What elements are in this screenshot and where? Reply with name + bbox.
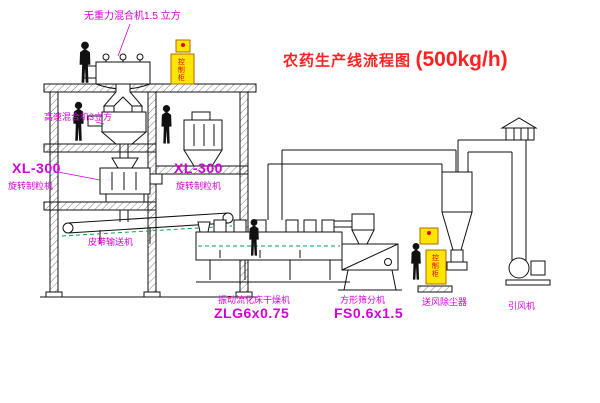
control-cabinet-right bbox=[417, 227, 453, 293]
diagram-title: 农药生产线流程图 (500kg/h) bbox=[283, 48, 508, 72]
sieve-feeder bbox=[351, 213, 375, 245]
high-speed-mixer bbox=[87, 105, 148, 158]
fluid-bed-dryer-machine bbox=[195, 219, 350, 283]
cabinet-right-text: 控制柜 bbox=[431, 254, 439, 278]
label-induced-fan: 引风机 bbox=[508, 301, 536, 311]
label-dust-collector: 送风除尘器 bbox=[422, 297, 468, 307]
label-granulator-left: 旋转制粒机 bbox=[8, 181, 54, 191]
worker-figure bbox=[411, 242, 421, 280]
label-belt-conveyor: 皮带输送机 bbox=[88, 237, 134, 247]
cyclone-separator bbox=[441, 139, 519, 271]
label-xl300-center: XL-300 bbox=[174, 160, 223, 176]
label-high-speed-mixer: 高速混合机3立方 bbox=[44, 112, 113, 122]
granulator-center-machine bbox=[183, 111, 223, 167]
label-sieve-name: 方形筛分机 bbox=[340, 295, 386, 305]
gravity-free-mixer bbox=[83, 53, 151, 107]
label-xl300-left: XL-300 bbox=[12, 160, 61, 176]
leader-lines bbox=[57, 23, 131, 181]
exhaust-stack-and-fan bbox=[500, 117, 551, 286]
label-granulator-center: 旋转制粒机 bbox=[176, 181, 222, 191]
exhaust-duct bbox=[267, 149, 457, 228]
label-top-mixer: 无重力混合机1.5 立方 bbox=[84, 11, 181, 22]
control-cabinet-top bbox=[170, 39, 195, 85]
worker-figure bbox=[161, 105, 172, 144]
title-text: 农药生产线流程图 bbox=[283, 52, 412, 70]
label-dryer-name: 振动流化床干燥机 bbox=[218, 295, 291, 305]
label-sieve-model: FS0.6x1.5 bbox=[334, 305, 404, 321]
granulator-left-machine bbox=[99, 157, 163, 222]
square-sieve-machine bbox=[338, 243, 402, 291]
title-capacity: (500kg/h) bbox=[415, 48, 508, 71]
label-dryer-model: ZLG6x0.75 bbox=[214, 305, 290, 321]
cabinet-top-text: 控制柜 bbox=[177, 58, 185, 82]
belt-conveyor-machine bbox=[61, 212, 234, 244]
